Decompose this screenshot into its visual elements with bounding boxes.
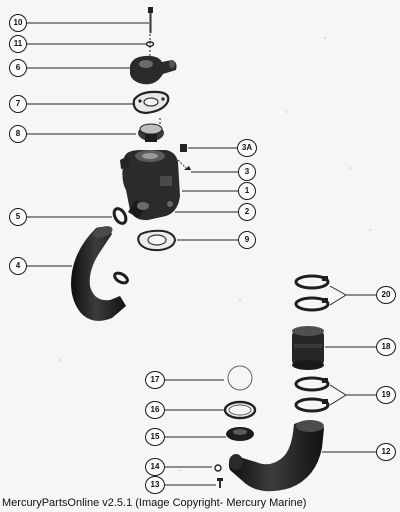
callout-5: 5 <box>9 208 27 226</box>
callout-9: 9 <box>238 231 256 249</box>
callout-7: 7 <box>9 95 27 113</box>
callout-3: 3 <box>238 163 256 181</box>
callout-12: 12 <box>376 443 396 461</box>
callout-17: 17 <box>145 371 165 389</box>
callout-13: 13 <box>145 476 165 494</box>
callout-10: 10 <box>9 14 27 32</box>
callout-18: 18 <box>376 338 396 356</box>
callout-8: 8 <box>9 125 27 143</box>
callout-4: 4 <box>9 257 27 275</box>
callout-14: 14 <box>145 458 165 476</box>
callout-3a: 3A <box>237 139 257 157</box>
callout-20: 20 <box>376 286 396 304</box>
callout-15: 15 <box>145 428 165 446</box>
bolt-10 <box>148 7 153 33</box>
callout-1: 1 <box>238 182 256 200</box>
callout-19: 19 <box>376 386 396 404</box>
callout-2: 2 <box>238 203 256 221</box>
callout-11: 11 <box>9 35 27 53</box>
callout-16: 16 <box>145 401 165 419</box>
callout-6: 6 <box>9 59 27 77</box>
copyright-footer: MercuryPartsOnline v2.5.1 (Image Copyrig… <box>2 497 307 509</box>
